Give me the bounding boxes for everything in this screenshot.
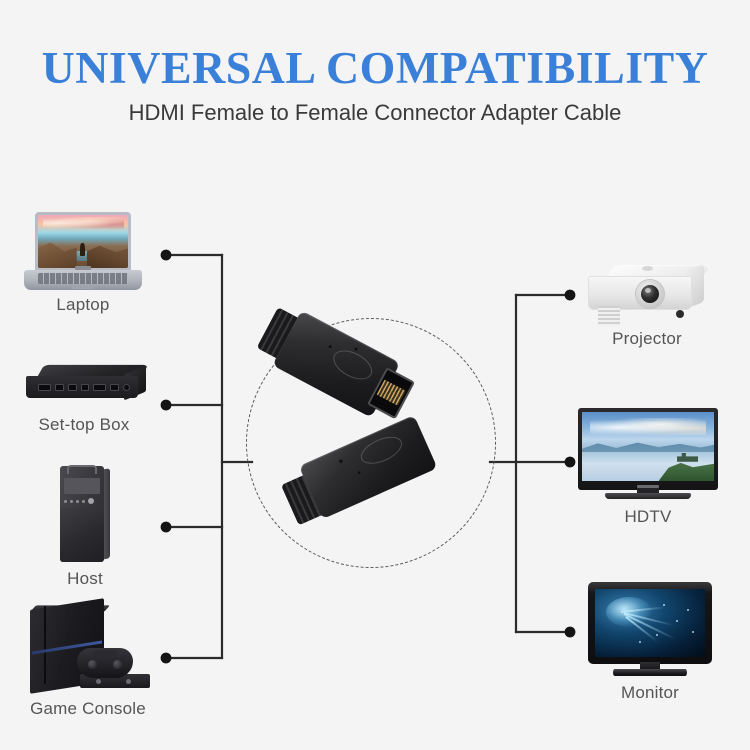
device-node-monitor: Monitor — [588, 582, 712, 703]
device-label-laptop: Laptop — [56, 295, 110, 314]
device-node-game-console: Game Console — [22, 598, 154, 719]
device-label-projector: Projector — [612, 329, 682, 348]
projector-icon — [584, 250, 711, 326]
pc-tower-icon — [56, 462, 114, 564]
page-title: UNIVERSAL COMPATIBILITY — [41, 43, 709, 93]
device-node-host: Host — [56, 462, 114, 589]
page-subtitle: HDMI Female to Female Connector Adapter … — [128, 100, 622, 125]
laptop-icon — [24, 212, 142, 290]
dashed-circle-outline — [246, 318, 496, 568]
device-label-set-top-box: Set-top Box — [38, 415, 130, 434]
set-top-box-icon — [20, 352, 149, 410]
device-label-game-console: Game Console — [30, 699, 146, 718]
game-console-icon — [22, 598, 154, 694]
device-label-hdtv: HDTV — [624, 507, 672, 526]
device-node-laptop: Laptop — [24, 212, 142, 315]
device-node-projector: Projector — [584, 250, 711, 349]
device-label-monitor: Monitor — [620, 683, 680, 702]
hdtv-icon — [578, 408, 718, 502]
monitor-icon — [588, 582, 712, 678]
device-node-set-top-box: Set-top Box — [20, 352, 149, 435]
device-node-hdtv: HDTV — [578, 408, 718, 527]
device-label-host: Host — [67, 569, 103, 588]
product-highlight-area — [246, 307, 496, 568]
